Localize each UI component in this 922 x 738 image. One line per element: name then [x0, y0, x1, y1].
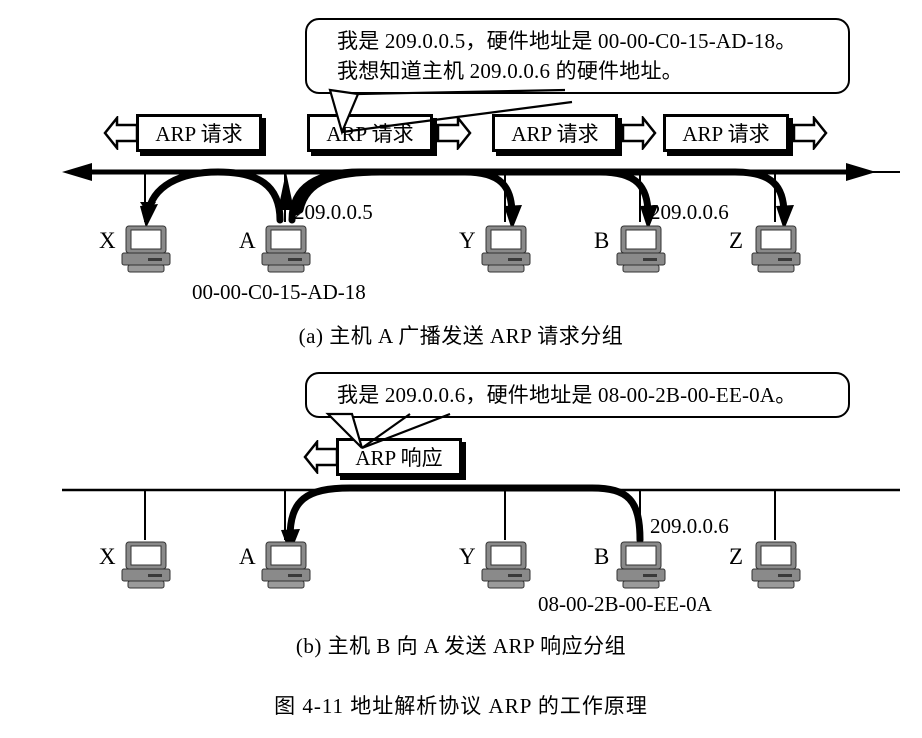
panel-a-host-A-mac: 00-00-C0-15-AD-18	[192, 280, 366, 304]
panel-b-host-X	[118, 540, 176, 597]
panel-b-packet-1-label: ARP 响应	[355, 446, 443, 470]
panel-a-packet-3: ARP 请求	[492, 114, 657, 152]
computer-icon	[616, 225, 666, 273]
panel-a-packet-4: ARP 请求	[663, 114, 828, 152]
panel-b-bubble-tail	[325, 412, 451, 450]
panel-b-bubble-line-1: 我是 209.0.0.6，硬件地址是 08-00-2B-00-EE-0A。	[337, 383, 797, 407]
panel-a-bubble-line-1: 我是 209.0.0.5，硬件地址是 00-00-C0-15-AD-18。	[337, 29, 797, 53]
panel-b-host-Y	[478, 540, 536, 597]
panel-a-host-Y	[478, 224, 536, 281]
figure-title: 图 4-11 地址解析协议 ARP 的工作原理	[274, 694, 648, 718]
panel-a-host-X-label: X	[99, 228, 116, 253]
panel-b-host-Z-label: Z	[729, 544, 744, 569]
panel-a-bubble-line-2: 我想知道主机 209.0.0.6 的硬件地址。	[337, 59, 683, 83]
panel-a-packet-4-box: ARP 请求	[663, 114, 789, 152]
computer-icon	[261, 541, 311, 589]
panel-a-host-A-ip: 209.0.0.5	[294, 200, 373, 224]
panel-b-host-Y-label: Y	[459, 544, 476, 569]
computer-icon	[481, 541, 531, 589]
panel-b-host-Z	[748, 540, 806, 597]
panel-a-host-Z	[748, 224, 806, 281]
panel-a-packet-3-box: ARP 请求	[492, 114, 618, 152]
arrow-left-icon	[303, 440, 339, 474]
arrow-right-icon	[621, 116, 657, 150]
panel-b-host-B-mac: 08-00-2B-00-EE-0A	[538, 592, 712, 616]
arrow-right-icon	[792, 116, 828, 150]
panel-a-packet-4-label: ARP 请求	[682, 122, 770, 146]
panel-a-bubble-tail	[328, 88, 573, 136]
computer-icon	[751, 541, 801, 589]
panel-b-speech-bubble: 我是 209.0.0.6，硬件地址是 08-00-2B-00-EE-0A。	[305, 372, 850, 418]
computer-icon	[121, 225, 171, 273]
panel-a-speech-bubble: 我是 209.0.0.5，硬件地址是 00-00-C0-15-AD-18。 我想…	[305, 18, 850, 94]
panel-a-host-X	[118, 224, 176, 281]
panel-b-host-B-label: B	[594, 544, 610, 569]
panel-a-host-B-ip: 209.0.0.6	[650, 200, 729, 224]
computer-icon	[481, 225, 531, 273]
panel-a-host-Y-label: Y	[459, 228, 476, 253]
computer-icon	[121, 541, 171, 589]
panel-a-host-A-label: A	[239, 228, 256, 253]
panel-b-host-A-label: A	[239, 544, 256, 569]
panel-a-host-B-label: B	[594, 228, 610, 253]
panel-a-caption: (a) 主机 A 广播发送 ARP 请求分组	[298, 324, 624, 348]
panel-a-host-B	[613, 224, 671, 281]
panel-a-packet-1: ARP 请求	[103, 114, 262, 152]
panel-a-host-A	[258, 224, 316, 281]
panel-b-host-A	[258, 540, 316, 597]
panel-b-host-B	[613, 540, 671, 597]
arrow-left-icon	[103, 116, 139, 150]
panel-a-host-Z-label: Z	[729, 228, 744, 253]
computer-icon	[261, 225, 311, 273]
panel-b-caption: (b) 主机 B 向 A 发送 ARP 响应分组	[295, 634, 627, 658]
arrow-right-icon	[436, 116, 472, 150]
panel-b-host-X-label: X	[99, 544, 116, 569]
panel-a-packet-1-label: ARP 请求	[155, 122, 243, 146]
panel-a-packet-3-label: ARP 请求	[511, 122, 599, 146]
computer-icon	[616, 541, 666, 589]
panel-b-host-B-ip: 209.0.0.6	[650, 514, 729, 538]
panel-a-packet-1-box: ARP 请求	[136, 114, 262, 152]
computer-icon	[751, 225, 801, 273]
